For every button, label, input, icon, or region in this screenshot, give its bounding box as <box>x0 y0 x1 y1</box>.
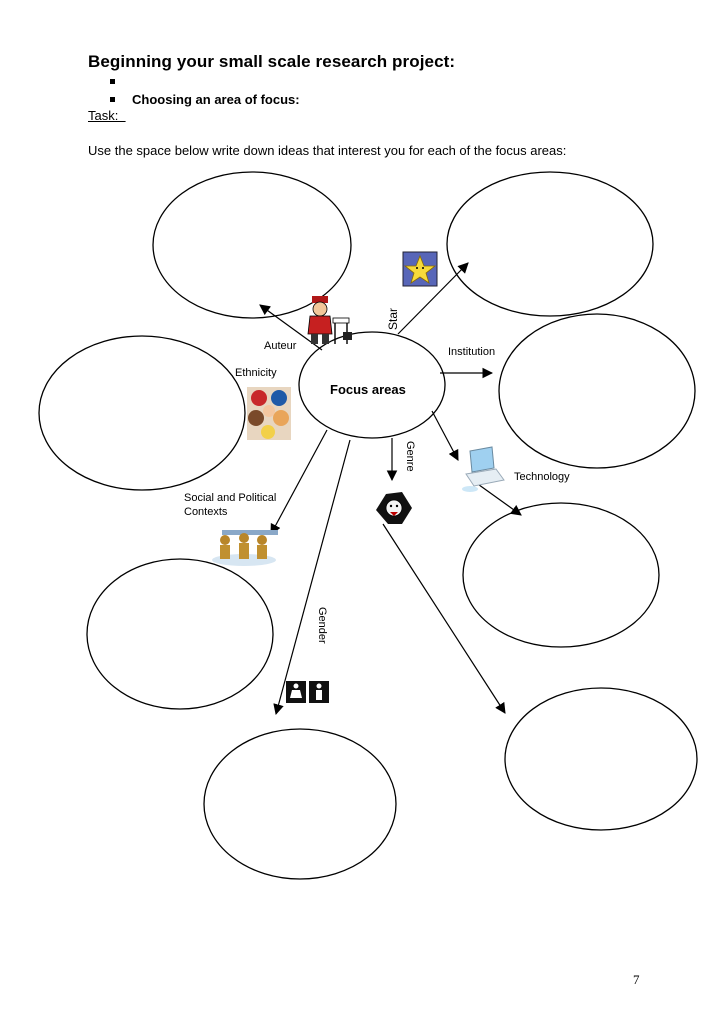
star-icon <box>402 251 438 287</box>
star-writing-oval[interactable] <box>446 171 654 317</box>
gender-label: Gender <box>316 607 328 644</box>
ethnicity-writing-oval[interactable] <box>38 335 246 491</box>
restroom-icon <box>286 681 329 703</box>
genre-arrow-2 <box>382 523 506 714</box>
gender-writing-oval[interactable] <box>203 728 397 880</box>
page-number: 7 <box>633 972 640 987</box>
technology-arrow-2 <box>474 481 522 516</box>
task-label: Task: <box>88 108 126 123</box>
subtitle-bullet <box>110 97 115 102</box>
social-political-label-line1: Social and Political <box>184 492 277 504</box>
group-of-people-icon <box>247 387 291 440</box>
technology-arrow <box>431 410 459 461</box>
focus-areas-oval <box>298 331 446 439</box>
technology-writing-oval[interactable] <box>462 502 660 648</box>
page-title: Beginning your small scale research proj… <box>88 52 456 71</box>
star-label: Star <box>386 307 400 330</box>
center-label: Focus areas <box>330 382 406 397</box>
soldiers-icon <box>212 530 278 566</box>
social-political-writing-oval[interactable] <box>86 558 274 710</box>
ethnicity-label: Ethnicity <box>235 367 277 379</box>
auteur-label: Auteur <box>264 340 297 352</box>
subtitle: Choosing an area of focus: <box>132 92 300 107</box>
institution-label: Institution <box>448 346 496 358</box>
empty-bullet <box>110 79 115 84</box>
institution-writing-oval[interactable] <box>498 313 696 469</box>
genre-label: Genre <box>404 441 416 472</box>
social-political-arrow <box>270 429 328 535</box>
social-political-label-line2: Contexts <box>184 506 228 518</box>
laptop-icon <box>462 446 505 492</box>
technology-label: Technology <box>514 471 570 483</box>
vampire-icon <box>376 492 412 524</box>
film-director-icon <box>307 296 352 344</box>
auteur-writing-oval[interactable] <box>152 171 352 319</box>
instructions: Use the space below write down ideas tha… <box>88 143 567 158</box>
star-arrow <box>397 262 469 335</box>
gender-arrow <box>273 439 351 716</box>
genre-writing-oval[interactable] <box>504 687 698 831</box>
